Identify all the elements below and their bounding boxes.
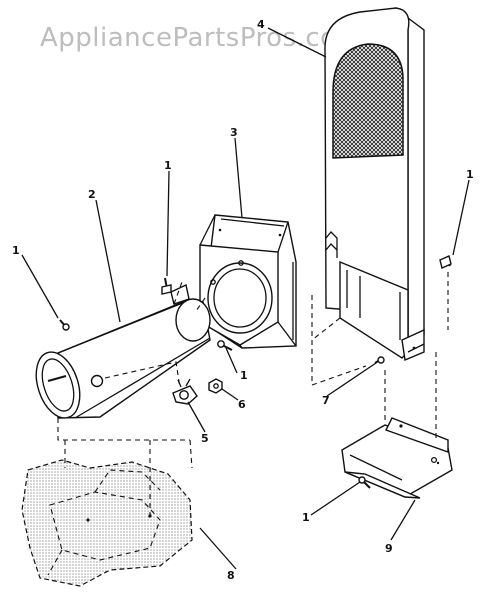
callout-1-right: 1 bbox=[466, 168, 474, 181]
watermark-text: AppliancePartsPros.com bbox=[40, 23, 362, 53]
thermostat-part-5 bbox=[172, 378, 198, 405]
lower-bracket-part-9 bbox=[341, 417, 453, 499]
screw-part-1-e bbox=[358, 476, 371, 489]
callout-1-lower: 1 bbox=[302, 511, 310, 524]
screw-part-1-b bbox=[161, 277, 172, 295]
screw-part-1-d bbox=[439, 255, 452, 269]
callout-5: 5 bbox=[201, 432, 209, 445]
callout-4: 4 bbox=[257, 18, 265, 31]
callout-1-center: 1 bbox=[240, 369, 248, 382]
nut-part-6 bbox=[208, 378, 223, 394]
back-panel-part-4 bbox=[324, 7, 425, 361]
screw-part-1-a bbox=[59, 319, 70, 331]
callout-6: 6 bbox=[238, 398, 246, 411]
callout-7: 7 bbox=[322, 394, 330, 407]
duct-housing-part-3 bbox=[199, 214, 297, 349]
callout-1-upper: 1 bbox=[164, 159, 172, 172]
callout-3: 3 bbox=[230, 126, 238, 139]
heater-tube-part-2 bbox=[35, 283, 211, 419]
callout-1-left: 1 bbox=[12, 244, 20, 257]
leader-lines bbox=[21, 27, 470, 570]
callout-8: 8 bbox=[227, 569, 235, 582]
assembly-guide-lines bbox=[57, 272, 449, 515]
callout-9: 9 bbox=[385, 542, 393, 555]
screw-part-1-c bbox=[217, 340, 233, 351]
blower-housing-part-8 bbox=[21, 459, 193, 587]
screw-part-7 bbox=[374, 356, 385, 364]
callout-2: 2 bbox=[88, 188, 96, 201]
